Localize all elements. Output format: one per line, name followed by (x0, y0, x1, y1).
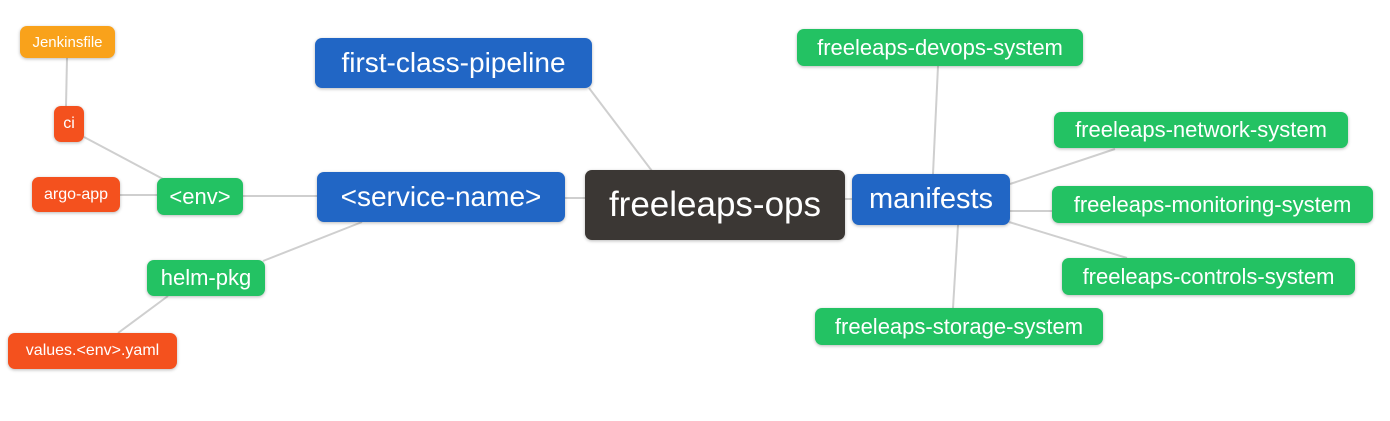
edge-manifests-controls (1008, 221, 1128, 259)
node-env[interactable]: <env> (157, 178, 243, 215)
node-argo-app[interactable]: argo-app (32, 177, 120, 212)
node-helm-pkg[interactable]: helm-pkg (147, 260, 265, 296)
node-freeleaps-monitoring-system[interactable]: freeleaps-monitoring-system (1052, 186, 1373, 223)
node-values-env-yaml[interactable]: values.<env>.yaml (8, 333, 177, 369)
node-freeleaps-storage-system[interactable]: freeleaps-storage-system (815, 308, 1103, 345)
edge-helm-pkg-values-yaml (117, 295, 169, 334)
edge-manifests-network (1009, 148, 1116, 185)
node-freeleaps-controls-system[interactable]: freeleaps-controls-system (1062, 258, 1355, 295)
node-ci[interactable]: ci (54, 106, 84, 142)
edge-manifests-storage (952, 224, 959, 309)
edge-jenkinsfile-ci (65, 57, 68, 107)
edge-service-name-helm-pkg (262, 221, 363, 262)
node-freeleaps-ops[interactable]: freeleaps-ops (585, 170, 845, 240)
node-service-name[interactable]: <service-name> (317, 172, 565, 222)
edge-devops-manifests (932, 65, 939, 175)
node-jenkinsfile[interactable]: Jenkinsfile (20, 26, 115, 58)
node-first-class-pipeline[interactable]: first-class-pipeline (315, 38, 592, 88)
node-freeleaps-devops-system[interactable]: freeleaps-devops-system (797, 29, 1083, 66)
edge-pipeline-freeleaps-ops (588, 87, 653, 172)
node-manifests[interactable]: manifests (852, 174, 1010, 225)
edge-ci-env (83, 136, 164, 180)
node-freeleaps-network-system[interactable]: freeleaps-network-system (1054, 112, 1348, 148)
